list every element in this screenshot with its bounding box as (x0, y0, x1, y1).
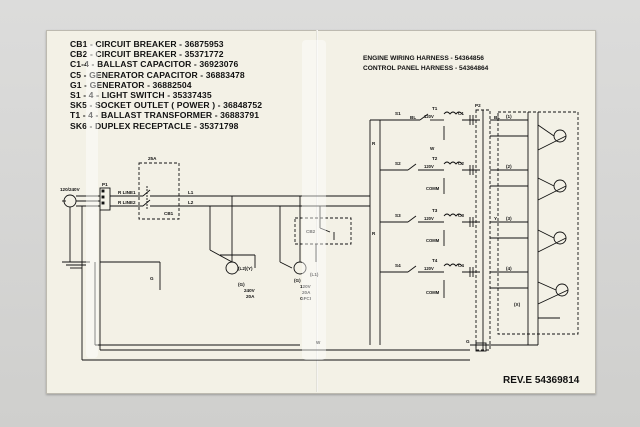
c4-label: C4 (458, 263, 464, 268)
revision-number: REV.E 54369814 (503, 375, 580, 386)
s1-label: S1 (395, 111, 401, 116)
sk5-symbol (225, 261, 239, 275)
sk6-amp-label: 20A (302, 290, 311, 295)
legend-item-cb2: CB2 - CIRCUIT BREAKER - 35371772 (70, 49, 224, 60)
legend-item-s1-4: S1 - 4 - LIGHT SWITCH - 35337435 (70, 90, 212, 101)
sk5-voltage-label: 240V (244, 288, 256, 293)
t3-voltage-label: 120V (424, 216, 434, 221)
t3-label: T3 (432, 208, 438, 213)
component-legend: CB1 - CIRCUIT BREAKER - 36875953 CB2 - C… (70, 39, 330, 131)
cb2-label: CB2 (306, 229, 316, 234)
s2-label: S2 (395, 161, 401, 166)
sk6-top-label: (L1) (310, 272, 319, 277)
t4-comm-label: COMM (426, 290, 440, 295)
sk6-symbol (293, 261, 307, 275)
terminal-4-label: (4) (506, 266, 512, 271)
t1-voltage-label: 120V (424, 114, 434, 119)
lamp-2-symbol (553, 179, 567, 193)
wire-w-label-2: W (316, 340, 321, 345)
legend-item-sk5: SK5 - SOCKET OUTLET ( POWER ) - 36848752 (70, 100, 263, 111)
engine-harness-label: ENGINE WIRING HARNESS - 54364856 (363, 55, 484, 62)
t2-comm-label: COMM (426, 186, 440, 191)
cb1-box (138, 162, 180, 220)
glare-strip-left (86, 44, 98, 358)
wire-g-label-2: G (466, 339, 470, 344)
lamp-1-symbol (553, 129, 567, 143)
legend-item-c5: C5 - GENERATOR CAPACITOR - 36883478 (70, 69, 245, 80)
terminal-1-label: (1) (506, 114, 512, 119)
s3-label: S3 (395, 213, 401, 218)
sk6-bottom-label: (G) (294, 278, 301, 283)
wire-r-label-1: R (372, 141, 376, 146)
cb1-label: CB1 (164, 211, 174, 216)
sk5-amp-label: 20A (246, 294, 255, 299)
sk5-top-label: (L2)(Y) (238, 266, 253, 271)
t2-voltage-label: 120V (424, 164, 434, 169)
lamp-3-symbol (553, 231, 567, 245)
diagram-labels: 120/240V P1 25A CB1 R LINE1 R LINE2 L1 L… (60, 103, 521, 345)
s4-label: S4 (395, 263, 401, 268)
generator-label: 120/240V (60, 187, 81, 192)
sk5-bottom-label: (G) (238, 282, 245, 287)
cb1-rating-label: 25A (148, 156, 157, 161)
t3-comm-label: COMM (426, 238, 440, 243)
t1-label: T1 (432, 106, 438, 111)
card-fold-line (316, 30, 318, 392)
wire-w-label-1: W (430, 146, 435, 151)
t4-voltage-label: 120V (424, 266, 434, 271)
wire-y-label: Y (494, 216, 497, 221)
t2-label: T2 (432, 156, 438, 161)
c3-label: C3 (458, 213, 464, 218)
c2-label: C2 (458, 161, 464, 166)
terminal-2-label: (2) (506, 164, 512, 169)
wire-bl-label-1: BL (410, 115, 416, 120)
ground-terminal (475, 342, 487, 352)
line1-label: R LINE1 (118, 190, 136, 195)
legend-item-c1-4: C1-4 - BALLAST CAPACITOR - 36923076 (70, 59, 239, 70)
lamp-4-symbol (555, 283, 569, 297)
sk6-gfci-label: GFCI (300, 296, 311, 301)
p1-connector (99, 187, 111, 211)
l2-label: L2 (188, 200, 194, 205)
p1-label: P1 (102, 182, 108, 187)
legend-item-g1: G1 - GENERATOR - 36882504 (70, 79, 192, 90)
legend-item-cb1: CB1 - CIRCUIT BREAKER - 36875953 (70, 39, 224, 49)
legend-item-sk6: SK6 - DUPLEX RECEPTACLE - 35371798 (70, 120, 239, 131)
wiring-diagram-card (46, 30, 596, 394)
t4-label: T4 (432, 258, 438, 263)
sk6-voltage-label: 120V (300, 284, 312, 289)
l1-label: L1 (188, 190, 194, 195)
cb2-box (294, 217, 352, 245)
p3-label: P2 (475, 103, 481, 108)
glare-strip-center (302, 40, 326, 360)
wire-bl-label-2: BL (494, 115, 500, 120)
c1-label: C1 (458, 111, 464, 116)
line2-label: R LINE2 (118, 200, 136, 205)
wire-r-label-2: R (372, 231, 376, 236)
wires (62, 109, 579, 361)
wire-g-label-1: G (150, 276, 154, 281)
terminal-x-label: (X) (514, 302, 521, 307)
terminal-3-label: (3) (506, 216, 512, 221)
control-panel-harness-label: CONTROL PANEL HARNESS - 54364864 (363, 65, 489, 72)
legend-item-t1-4: T1 - 4 - BALLAST TRANSFORMER - 36883791 (70, 110, 260, 121)
